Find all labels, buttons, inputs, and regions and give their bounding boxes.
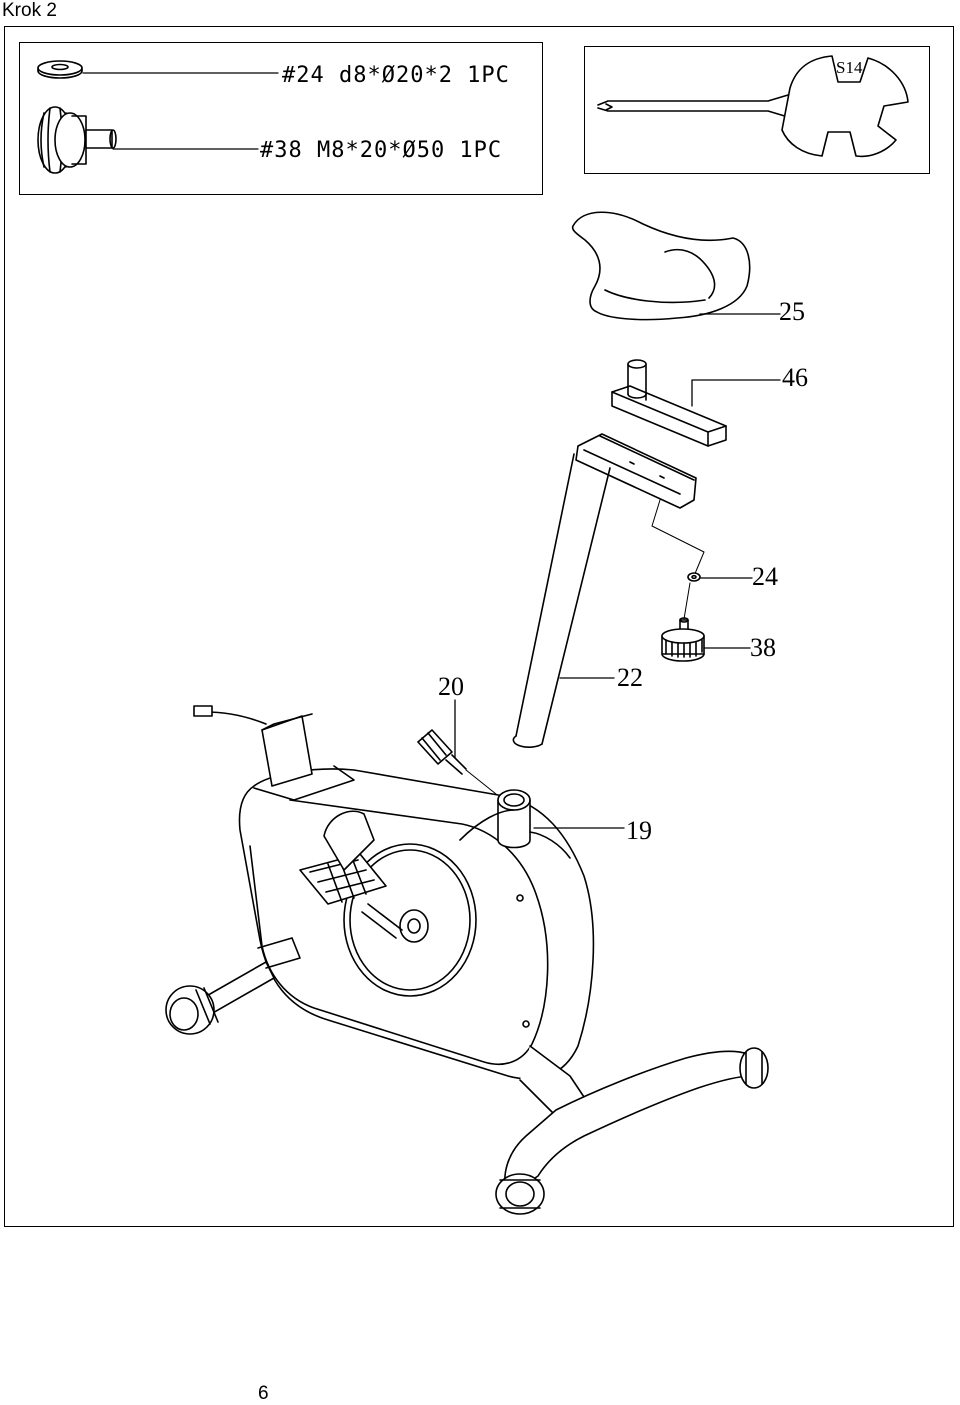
callout-24: 24 [752,562,778,591]
seat-icon [571,211,751,321]
page-number: 6 [258,1383,269,1404]
seatpost-knob-icon [417,729,467,775]
seat-slider-icon [611,359,727,447]
callout-19: 19 [626,816,652,845]
callout-46: 46 [782,363,808,392]
tool-size-label: S14 [836,58,863,77]
diagram-frame [4,26,954,1227]
washer-icon [37,60,83,79]
callout-22: 22 [617,663,643,692]
small-washer-icon [687,572,701,582]
callout-38: 38 [750,633,776,662]
hardware-parts-box [19,42,543,195]
wrench-screwdriver-icon [597,55,909,158]
callout-20: 20 [438,672,464,701]
bike-frame-icon [165,705,769,1215]
step-title: Krok 2 [2,0,57,21]
knob-icon [37,106,117,174]
seatpost-icon [512,433,697,748]
callout-25: 25 [779,297,805,326]
tool-box [584,46,930,174]
knob-spec-label: #38 M8*20*Ø50 1PC [260,138,503,163]
adjust-knob-icon [661,617,705,662]
washer-spec-label: #24 d8*Ø20*2 1PC [282,63,510,88]
